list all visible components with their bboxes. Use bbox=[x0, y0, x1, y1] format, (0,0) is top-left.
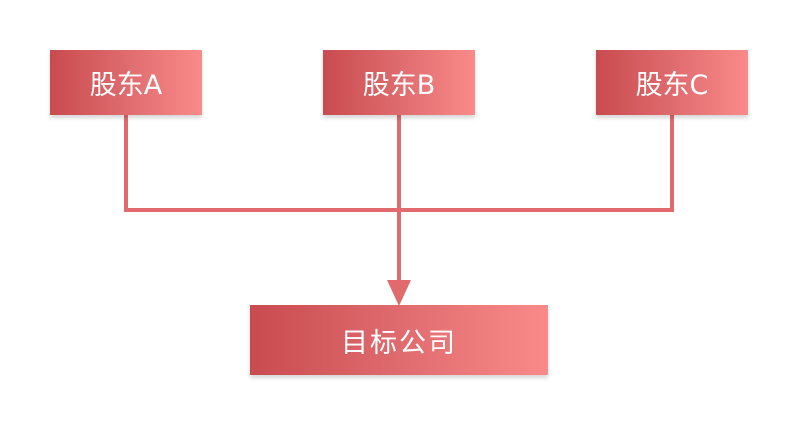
shareholder-c-label: 股东C bbox=[635, 70, 709, 101]
shareholder-b-box: 股东B bbox=[323, 50, 475, 115]
shareholder-c-box: 股东C bbox=[596, 50, 748, 115]
shareholder-a-label: 股东A bbox=[89, 70, 163, 101]
shareholder-a-box: 股东A bbox=[50, 50, 202, 115]
connector-shareholder-c bbox=[399, 115, 674, 212]
shareholder-b-label: 股东B bbox=[362, 70, 436, 101]
connector-shareholder-a bbox=[124, 115, 399, 212]
arrow-head-icon bbox=[387, 280, 411, 306]
target-company-box: 目标公司 bbox=[250, 305, 548, 375]
target-company-label: 目标公司 bbox=[341, 327, 457, 359]
